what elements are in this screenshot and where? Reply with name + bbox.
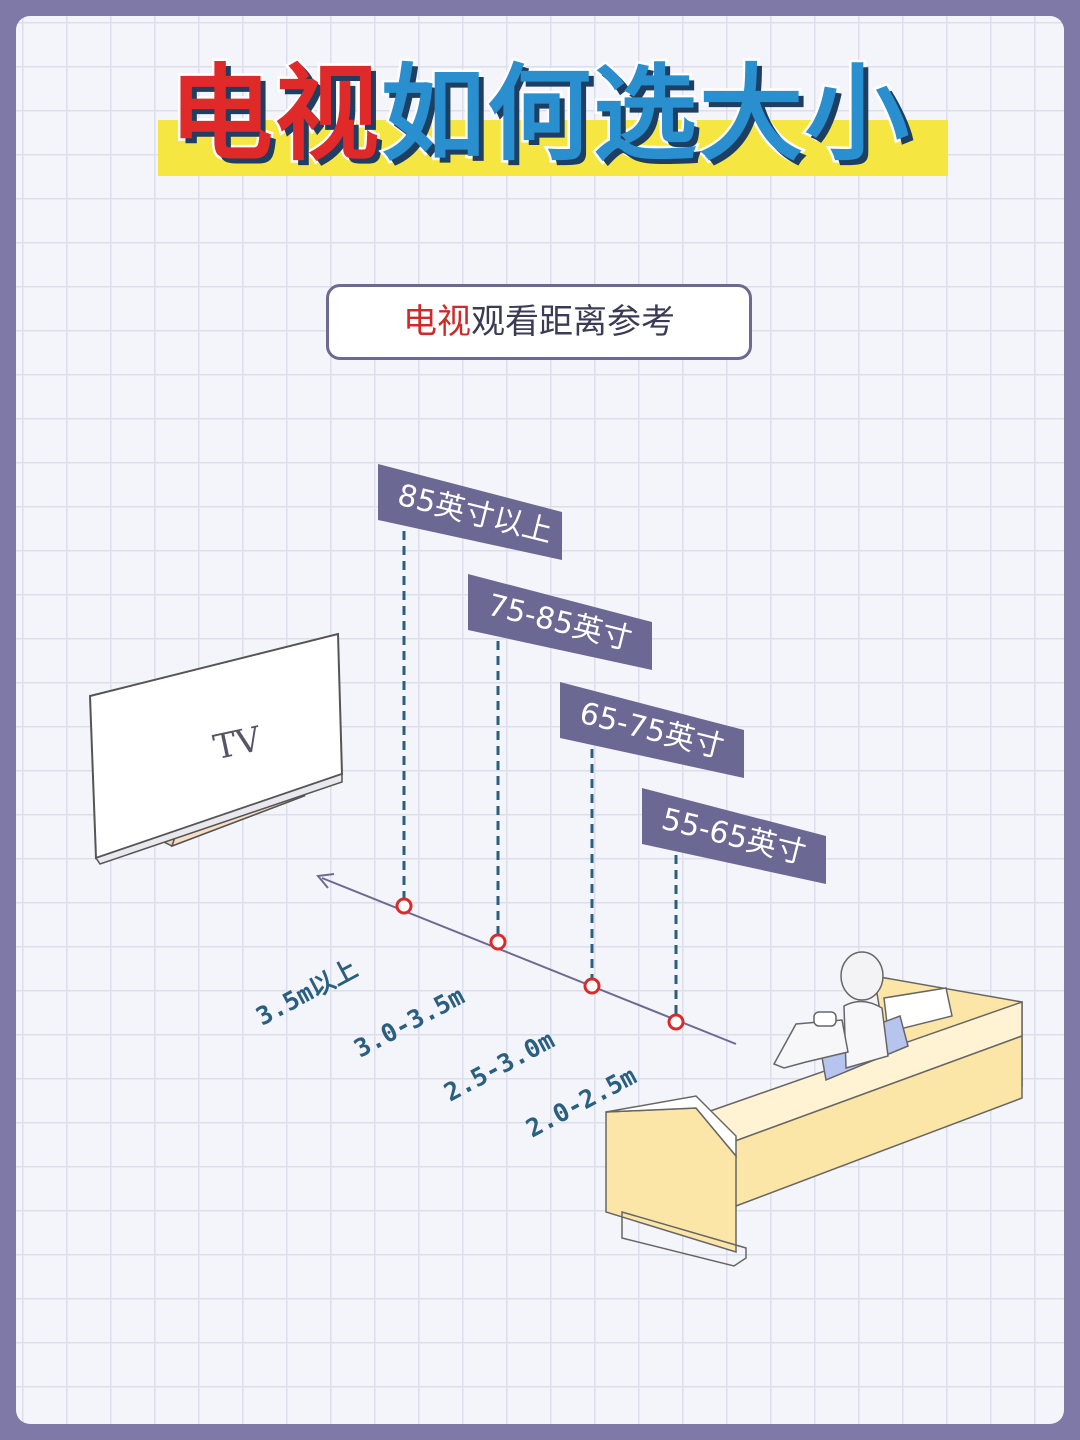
distance-label: 3.0-3.5m <box>349 981 469 1063</box>
title-part-blue: 如何选大小 <box>378 52 912 177</box>
person-body <box>843 1000 889 1069</box>
person-head <box>840 951 884 1001</box>
game-controller-icon <box>813 1011 837 1027</box>
title-part-red: 电视 <box>166 52 381 177</box>
subtitle-box: 电视观看距离参考 <box>326 284 752 360</box>
distance-axis-line <box>321 877 737 1045</box>
size-distance-markers: 85英寸以上3.5m以上75-85英寸3.0-3.5m65-75英寸2.5-3.… <box>251 464 826 1143</box>
distance-marker <box>583 977 601 995</box>
person-legs <box>772 1019 849 1069</box>
tv-label: TV <box>210 719 266 768</box>
distance-axis <box>316 873 737 1045</box>
distance-marker <box>667 1013 685 1031</box>
size-tag <box>642 788 826 884</box>
subtitle-part-gray: 观看距离参考 <box>471 302 675 342</box>
page-title: 电视如何选大小 <box>16 52 1064 177</box>
sofa-base <box>621 1211 747 1267</box>
sofa-illustration <box>605 951 1023 1267</box>
distance-marker <box>489 933 507 951</box>
viewing-distance-diagram: TV 85英寸以上3.5m以上75-85英寸3.0-3.5m65-75英寸2.5… <box>88 464 1023 1267</box>
distance-label: 3.5m以上 <box>251 954 362 1031</box>
tv-illustration: TV <box>88 632 344 865</box>
arrow-head-icon <box>316 873 335 889</box>
distance-label: 2.5-3.0m <box>439 1025 559 1107</box>
size-tag <box>468 574 652 670</box>
size-tag <box>378 464 562 560</box>
subtitle-part-red: 电视 <box>403 302 471 342</box>
distance-marker <box>395 897 413 915</box>
size-tag <box>560 682 744 778</box>
tv-bottom-edge <box>94 772 343 865</box>
title-highlight-bar <box>158 120 948 176</box>
sofa-arm-top <box>605 1095 737 1159</box>
